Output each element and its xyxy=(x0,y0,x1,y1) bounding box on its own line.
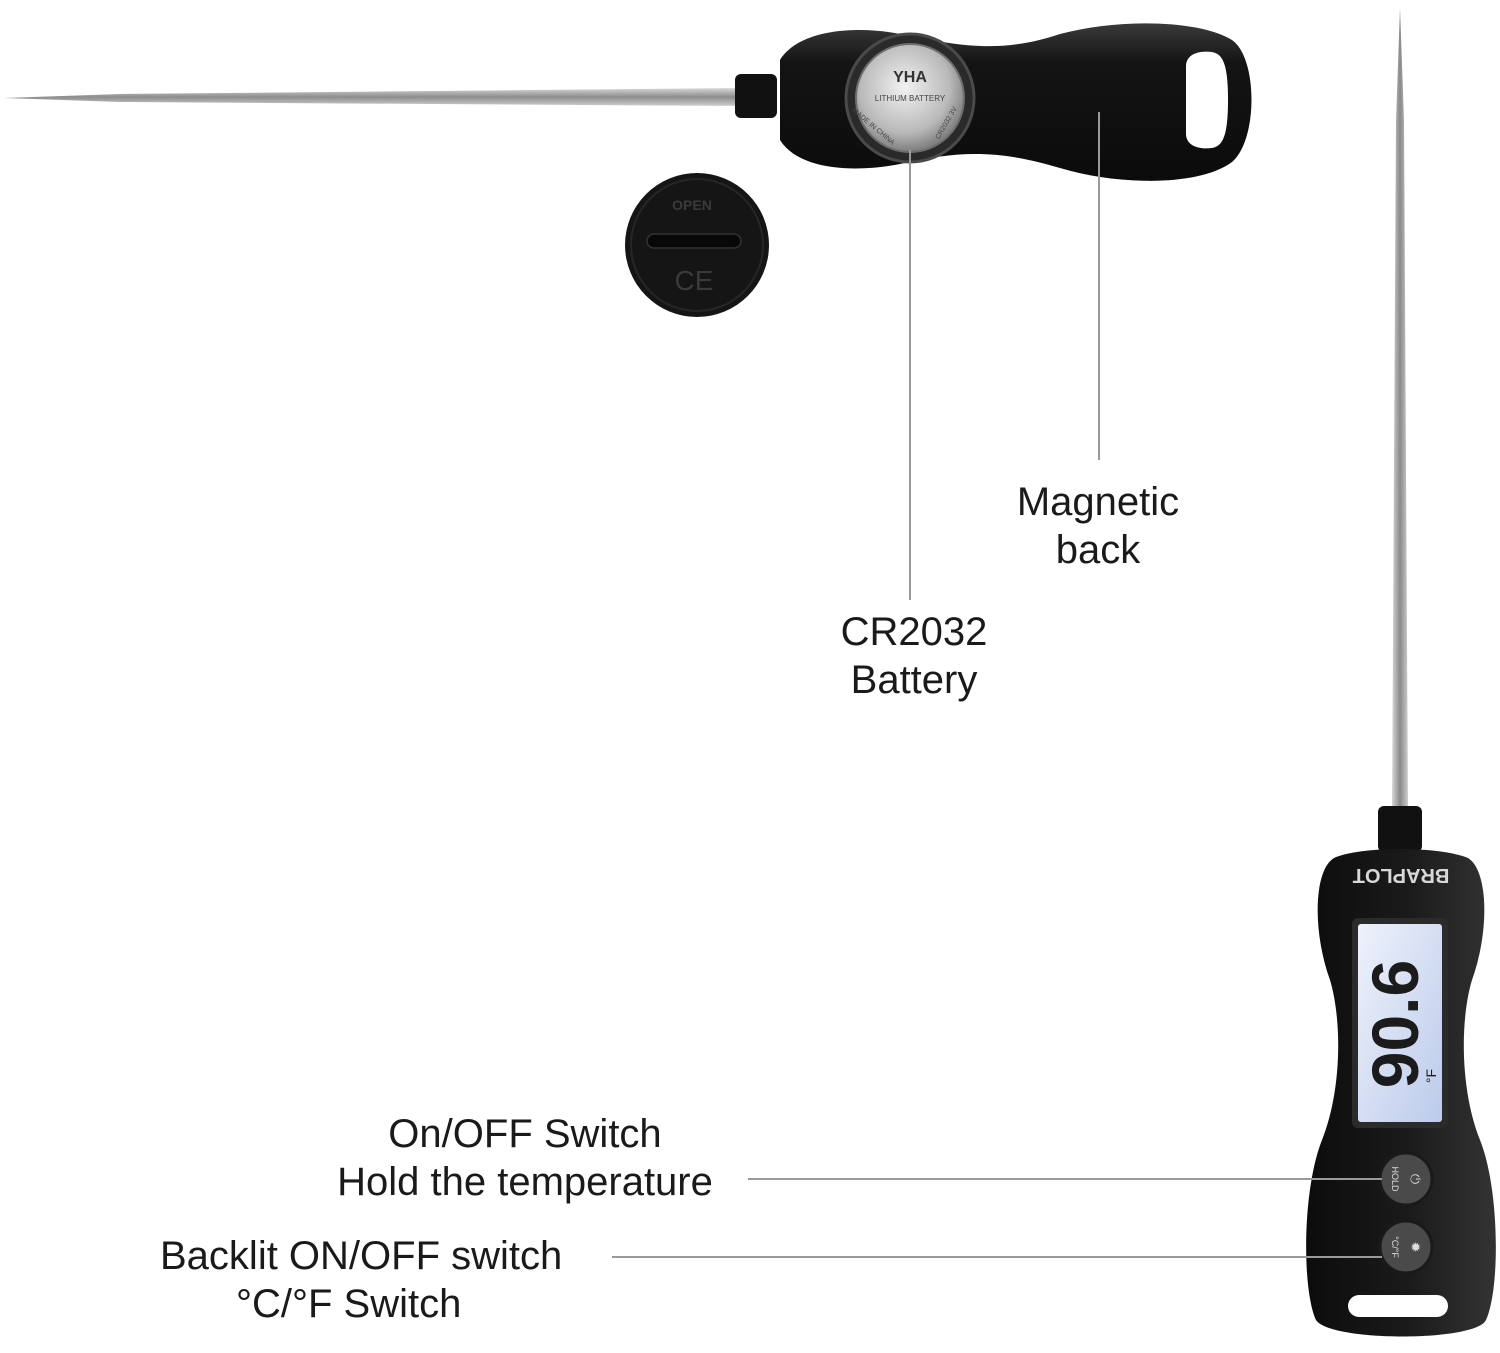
lcd-reading: 90.6 xyxy=(1358,960,1432,1088)
battery-label-line2: Battery xyxy=(850,658,978,702)
probe-horizontal xyxy=(4,88,740,106)
bottom-hanging-hole xyxy=(1348,1295,1448,1317)
unit-button-line1: Backlit ON/OFF switch xyxy=(160,1234,563,1278)
magnetic-back-leader xyxy=(1098,112,1100,460)
power-button-leader xyxy=(748,1178,1382,1180)
battery-leader xyxy=(909,150,911,600)
probe-vertical xyxy=(1392,8,1408,810)
back-view-thermometer: YHA LITHIUM BATTERY MADE IN CHINA CR2032… xyxy=(4,23,1252,317)
lcd-screen xyxy=(1358,924,1442,1122)
power-icon: ⏻ xyxy=(1408,1174,1423,1184)
battery-cover-mark: CE xyxy=(675,265,714,296)
magnetic-back-label: Magnetic back xyxy=(1000,478,1196,574)
power-button-label: On/OFF Switch Hold the temperature xyxy=(300,1110,750,1206)
magnetic-back-line2: back xyxy=(1055,528,1141,572)
backlight-unit-button[interactable]: °C/°F ✹ xyxy=(1378,1219,1434,1275)
battery-label: CR2032 Battery xyxy=(820,608,1008,704)
unit-button-leader xyxy=(612,1256,1382,1258)
battery-cover-open-text: OPEN xyxy=(672,197,712,213)
hanging-hole xyxy=(1186,51,1228,149)
unit-button-line2: °C/°F Switch xyxy=(236,1282,462,1326)
battery-cell-brand: YHA xyxy=(893,69,927,86)
hold-button-label: HOLD xyxy=(1390,1166,1400,1192)
unit-button-label: °C/°F xyxy=(1390,1236,1400,1258)
brand-logo: BRAPLOT xyxy=(1353,864,1450,886)
backlight-icon: ✹ xyxy=(1408,1242,1423,1253)
probe-collar-vertical xyxy=(1378,806,1422,852)
power-button-line2: Hold the temperature xyxy=(337,1160,713,1204)
battery-cover: OPEN CE xyxy=(625,173,769,317)
lcd-unit: °F xyxy=(1423,1069,1439,1083)
power-button-line1: On/OFF Switch xyxy=(388,1112,662,1156)
battery-cell-line: LITHIUM BATTERY xyxy=(875,94,946,103)
hold-power-button[interactable]: HOLD ⏻ xyxy=(1378,1151,1434,1207)
probe-collar xyxy=(735,74,777,118)
battery-cover-slot xyxy=(646,233,742,249)
battery-label-line1: CR2032 xyxy=(840,610,988,654)
magnetic-back-line1: Magnetic xyxy=(1016,480,1180,524)
unit-button-label: Backlit ON/OFF switch °C/°F Switch xyxy=(160,1232,620,1328)
front-view-thermometer: BRAPLOT 90.6 °F HOLD ⏻ °C/°F ✹ xyxy=(1306,8,1496,1337)
